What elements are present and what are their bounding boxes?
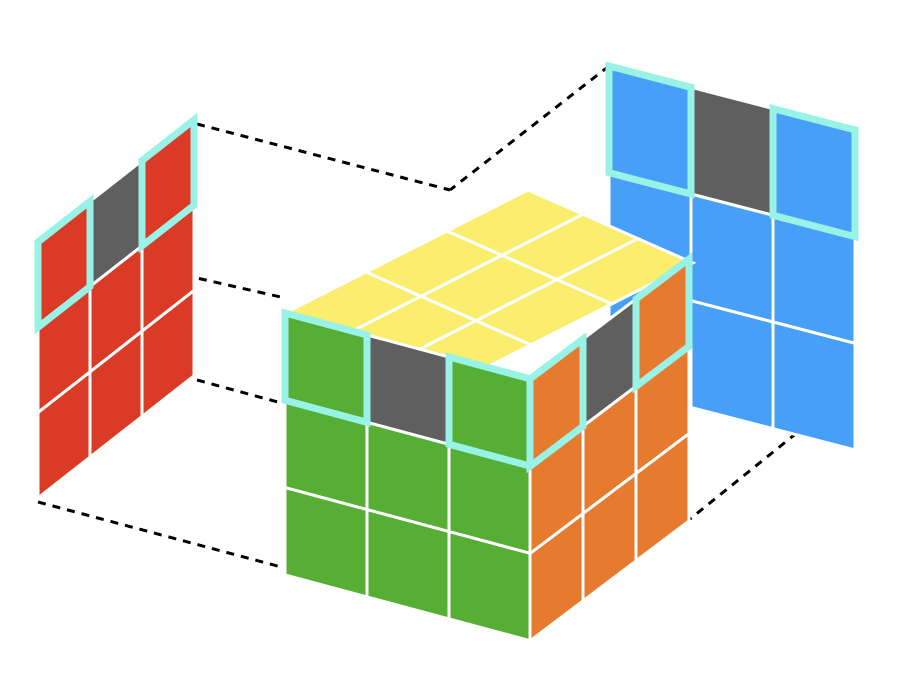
cube-faces: [34, 61, 859, 644]
highlight-left-ghost-r0-c0: [34, 194, 94, 335]
highlight-right-r0-c0: [526, 331, 587, 474]
highlight-right-r0-c2: [632, 251, 693, 394]
projection-line-1: [196, 122, 451, 192]
highlight-back-ghost-r0-c0: [605, 61, 695, 199]
sticker-top-r2-c2: [553, 236, 697, 306]
face-left-ghost: [34, 112, 198, 501]
sticker-right-r2-c2: [634, 430, 691, 564]
sticker-back-ghost-r2-c2: [771, 320, 857, 452]
highlight-front-r0-c0: [281, 308, 371, 427]
face-right: [526, 251, 693, 644]
face-front: [281, 308, 535, 643]
projection-line-3: [196, 378, 286, 406]
sticker-left-ghost-r2-c2: [140, 287, 196, 420]
projection-line-4: [37, 500, 286, 570]
highlight-back-ghost-r0-c2: [769, 104, 859, 242]
sticker-back-ghost-r2-c1: [689, 298, 775, 431]
highlight-left-ghost-r0-c2: [138, 112, 198, 254]
projection-line-5: [449, 64, 610, 192]
